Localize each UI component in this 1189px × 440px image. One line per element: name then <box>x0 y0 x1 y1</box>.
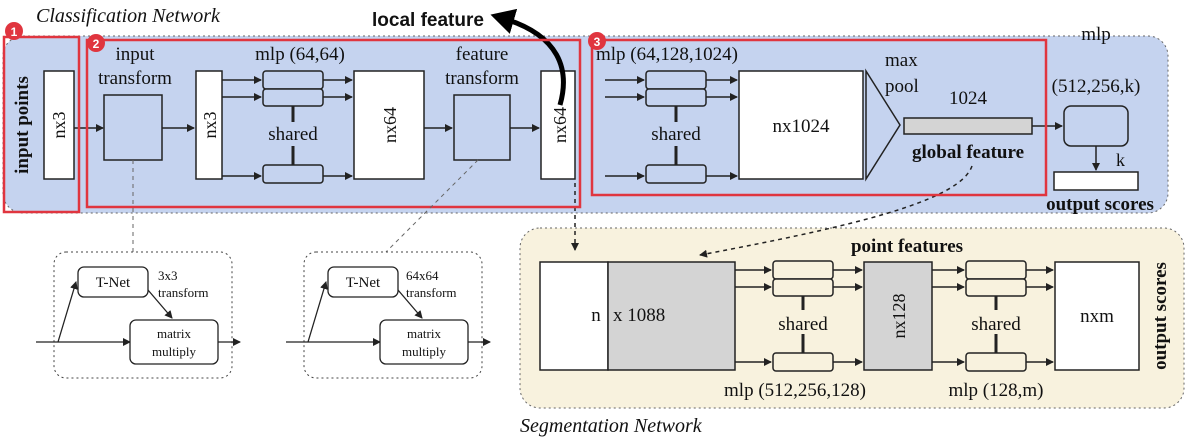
global-feature-bar <box>903 117 1033 135</box>
highlight-box-1 <box>2 35 81 214</box>
seg-output-scores-label: output scores <box>1150 262 1171 370</box>
seg-mlp-2-shared-label: shared <box>971 314 1021 335</box>
seg-mlp-512-256-128-group <box>735 260 863 372</box>
input-block-label: nx3 <box>49 112 69 139</box>
tnet-2-transform-line2: transform <box>406 285 457 300</box>
highlight-box-2 <box>85 38 582 209</box>
badge-3: 3 <box>588 32 606 50</box>
local-feature-arrow <box>490 8 566 106</box>
concat-block-gray <box>607 261 736 371</box>
mlp-64-64-label: mlp (64,64) <box>255 44 345 65</box>
input-transform-label-line1: input <box>115 44 155 65</box>
mlp-512-256-k-label-line2: (512,256,k) <box>1052 76 1141 97</box>
mlp-512-256-k-label-line1: mlp <box>1081 24 1111 45</box>
concat-dim-label: x 1088 <box>613 305 665 326</box>
seg-mlp-1-shared-label: shared <box>778 314 828 335</box>
tnet-1-matmul-line2: multiply <box>152 344 197 359</box>
k-label: k <box>1116 150 1125 170</box>
feature-transform-label-line1: feature <box>456 44 509 65</box>
concat-block-white <box>539 261 609 371</box>
badge-3-label: 3 <box>594 35 601 49</box>
tnet-2-label: T-Net <box>346 275 381 291</box>
nxm-block-label: nxm <box>1080 306 1114 327</box>
mlp-64-128-1024-group <box>605 70 738 184</box>
nx64-block-b <box>540 70 576 180</box>
nx128-block <box>863 261 933 371</box>
segmentation-network-title: Segmentation Network <box>520 415 703 437</box>
tnet-2-matmul-line1: matrix <box>407 326 441 341</box>
tnet-1-transform-line2: transform <box>158 285 209 300</box>
global-dim-label: 1024 <box>949 88 988 109</box>
seg-mlp-128-m-group <box>932 260 1054 372</box>
class-output-scores-bar <box>1053 171 1139 191</box>
input-transform-label-line2: transform <box>98 68 172 89</box>
badge-2: 2 <box>87 34 105 52</box>
mlp-64-64-shared-label: shared <box>268 124 318 145</box>
max-pool-label-line1: max <box>885 50 918 71</box>
seg-mlp-128-m-label: mlp (128,m) <box>949 380 1044 401</box>
mlp-512-256-k-block <box>1063 105 1129 147</box>
tnet-2-transform-line1: 64x64 <box>406 268 439 283</box>
feature-transform-label-line2: transform <box>445 68 519 89</box>
tnet-1-transform-line1: 3x3 <box>158 268 178 283</box>
mlp-64-128-1024-shared-label: shared <box>651 124 701 145</box>
badge-1: 1 <box>5 22 23 40</box>
seg-mlp-512-256-128-label: mlp (512,256,128) <box>724 380 866 401</box>
feature-transform-block <box>453 94 511 161</box>
global-feature-label: global feature <box>912 142 1024 163</box>
tnet-2-matmul-line2: multiply <box>402 344 447 359</box>
tnet-1-label: T-Net <box>96 275 131 291</box>
local-feature-label: local feature <box>372 10 484 31</box>
input-points-label: input points <box>12 76 33 174</box>
highlight-box-3 <box>590 38 1048 197</box>
tnet-panel-1 <box>36 251 241 379</box>
tnet-panel-2 <box>286 251 491 379</box>
nx1024-block <box>738 70 864 180</box>
max-pool-label-line2: pool <box>885 76 919 97</box>
nx128-block-label: nx128 <box>889 294 909 339</box>
transformed-points-label: nx3 <box>200 112 220 139</box>
classification-network-title: Classification Network <box>36 5 221 27</box>
point-features-label: point features <box>851 236 963 257</box>
mlp-64-64-group <box>222 70 353 184</box>
tnet-1-matmul-line1: matrix <box>157 326 191 341</box>
nx64-block-a-label: nx64 <box>380 107 400 143</box>
class-output-scores-label: output scores <box>1046 194 1154 215</box>
nx1024-block-label: nx1024 <box>773 116 831 137</box>
mlp-64-128-1024-label: mlp (64,128,1024) <box>596 44 738 65</box>
input-transform-block <box>103 94 163 161</box>
max-pool-shape <box>865 68 901 182</box>
nx64-block-a <box>353 70 425 180</box>
input-block <box>43 70 75 180</box>
nx64-block-b-label: nx64 <box>550 107 570 143</box>
badge-1-label: 1 <box>11 25 18 39</box>
badge-2-label: 2 <box>93 37 100 51</box>
dashed-line-feature-transform-to-tnet <box>385 159 479 253</box>
nxm-block <box>1054 261 1140 371</box>
transformed-points-block <box>195 70 223 180</box>
concat-n-label: n <box>591 305 601 326</box>
